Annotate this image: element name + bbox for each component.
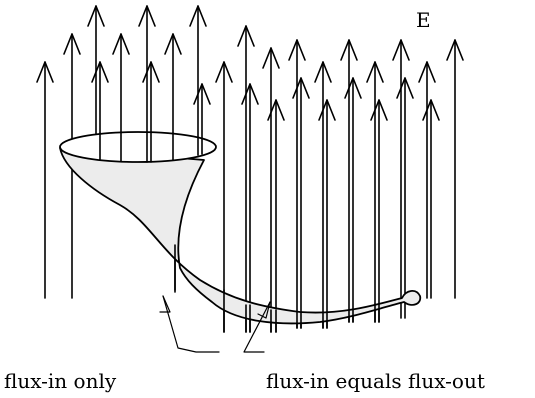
field-line: [267, 99, 285, 333]
field-line: [314, 61, 332, 329]
field-line: [36, 61, 54, 299]
field-line: [292, 77, 310, 329]
pointer-arrows: [159, 295, 271, 353]
horn-surface: [59, 131, 422, 333]
label-flux-in-only: flux-in only: [4, 369, 117, 393]
field-line: [396, 77, 414, 319]
field-line: [418, 61, 436, 299]
field-line: [193, 83, 211, 143]
horn-opening-rim: [59, 131, 217, 163]
field-line: [91, 61, 109, 143]
field-line: [344, 77, 362, 323]
pointer-arrow-right: [243, 301, 271, 353]
field-line: [164, 33, 182, 143]
field-line: [142, 61, 160, 143]
field-line: [112, 33, 130, 143]
field-line: [422, 99, 440, 299]
field-line: [370, 99, 388, 323]
front-field-lines: [174, 244, 380, 333]
opening-field-lines: [99, 131, 203, 163]
pointer-arrow-left: [159, 295, 220, 353]
field-line: [241, 83, 259, 333]
field-line: [366, 61, 384, 323]
field-line: [318, 99, 336, 329]
label-flux-in-equals-flux-out: flux-in equals flux-out: [266, 369, 485, 393]
field-line: [237, 25, 255, 333]
field-line: [446, 39, 464, 299]
field-label: E: [416, 8, 431, 32]
horn-body: [59, 147, 422, 325]
field-line: [189, 5, 207, 143]
field-line: [262, 47, 280, 333]
field-lines: [36, 5, 464, 333]
field-line: [215, 61, 233, 333]
